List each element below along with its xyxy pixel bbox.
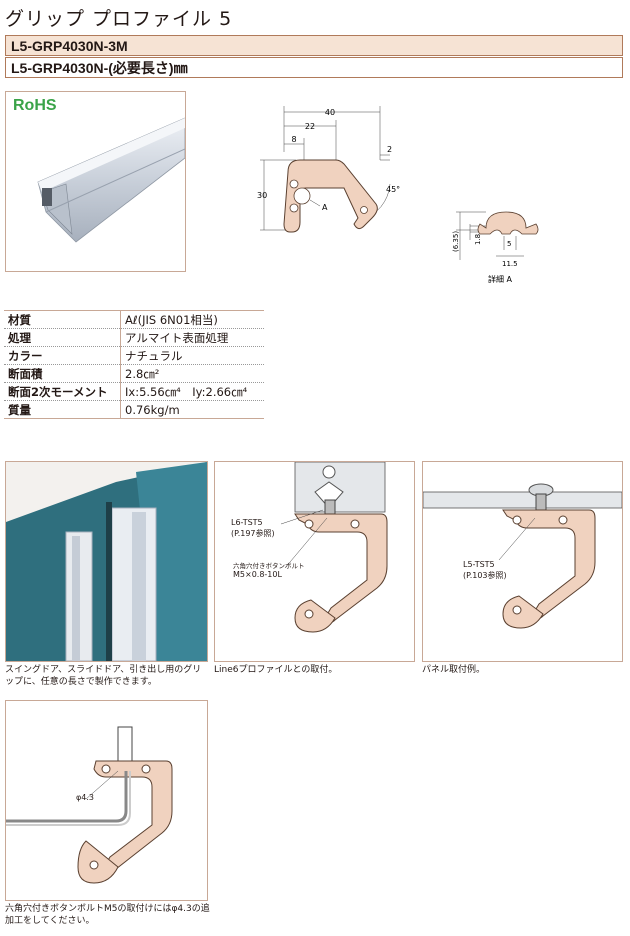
section-drawing: 40 22 8 2 30 45° A xyxy=(257,106,400,233)
spec-key: 断面積 xyxy=(4,364,121,383)
bolt-hole-caption: 六角穴付きボタンボルトM5の取付けにはφ4.3の追加工をしてください。 xyxy=(5,904,210,926)
spec-value: Ix:5.56㎝⁴ Iy:2.66㎝⁴ xyxy=(120,382,264,401)
spec-value: 0.76kg/m xyxy=(120,400,264,419)
panel-mount-illustration xyxy=(423,483,622,629)
dim-22: 22 xyxy=(305,122,315,131)
label-bolt: 六角穴付きボタンボルト xyxy=(233,562,305,570)
spec-key: 処理 xyxy=(4,328,121,347)
label-l6-tst5: L6-TST5 xyxy=(231,518,263,527)
bolt-hole-diagram: φ4.3 xyxy=(5,700,208,901)
panel-mount-diagram: L5-TST5 (P.103参照) xyxy=(422,461,623,662)
label-l6-ref: (P.197参照) xyxy=(231,529,275,538)
part-number-custom: L5-GRP4030N-(必要長さ)㎜ xyxy=(5,57,623,78)
page-title: グリップ プロファイル 5 xyxy=(5,8,233,30)
product-photo: RoHS xyxy=(5,91,186,272)
label-a: A xyxy=(322,203,328,212)
spec-key: 質量 xyxy=(4,400,121,419)
detail-1-8: 1.8 xyxy=(474,234,482,245)
spec-key: 材質 xyxy=(4,310,121,329)
rohs-logo: RoHS xyxy=(13,97,57,114)
profile-photo-illustration xyxy=(37,117,185,243)
dim-8: 8 xyxy=(291,135,296,144)
spec-value: ナチュラル xyxy=(120,346,264,365)
door-photo xyxy=(5,461,208,662)
spec-value: 2.8㎝² xyxy=(120,364,264,383)
dim-40: 40 xyxy=(325,108,335,117)
spec-row-treatment: 処理アルマイト表面処理 xyxy=(4,328,264,347)
spec-key: 断面2次モーメント xyxy=(4,382,121,401)
spec-key: カラー xyxy=(4,346,121,365)
label-l5-tst5: L5-TST5 xyxy=(463,560,495,569)
label-bolt-size: M5×0.8-10L xyxy=(233,570,282,579)
detail-caption: 詳細 A xyxy=(488,274,513,284)
dim-30: 30 xyxy=(257,191,267,200)
spec-value: アルマイト表面処理 xyxy=(120,328,264,347)
detail-6-35: (6.35) xyxy=(452,231,460,252)
spec-row-color: カラーナチュラル xyxy=(4,346,264,365)
line6-mount-illustration xyxy=(215,462,414,633)
detail-11-5: 11.5 xyxy=(502,260,518,268)
spec-value: Aℓ(JIS 6N01相当) xyxy=(120,310,264,329)
label-phi-4-3: φ4.3 xyxy=(76,793,94,802)
door-photo-illustration xyxy=(6,462,207,661)
detail-5: 5 xyxy=(507,240,511,248)
line6-caption: Line6プロファイルとの取付。 xyxy=(214,665,338,675)
panel-caption: パネル取付例。 xyxy=(422,665,486,675)
label-l5-ref: (P.103参照) xyxy=(463,571,507,580)
part-number-3m: L5-GRP4030N-3M xyxy=(5,35,623,56)
dim-45: 45° xyxy=(386,185,400,194)
detail-a-drawing: (6.35) 1.8 5 11.5 詳細 A xyxy=(452,211,539,284)
line6-mount-diagram: L6-TST5 (P.197参照) 六角穴付きボタンボルト M5×0.8-10L xyxy=(214,461,415,662)
photo-caption: スイングドア、スライドドア、引き出し用のグリップに、任意の長さで製作できます。 xyxy=(5,665,202,687)
dim-2: 2 xyxy=(387,145,392,154)
bolt-hole-illustration xyxy=(6,726,173,884)
